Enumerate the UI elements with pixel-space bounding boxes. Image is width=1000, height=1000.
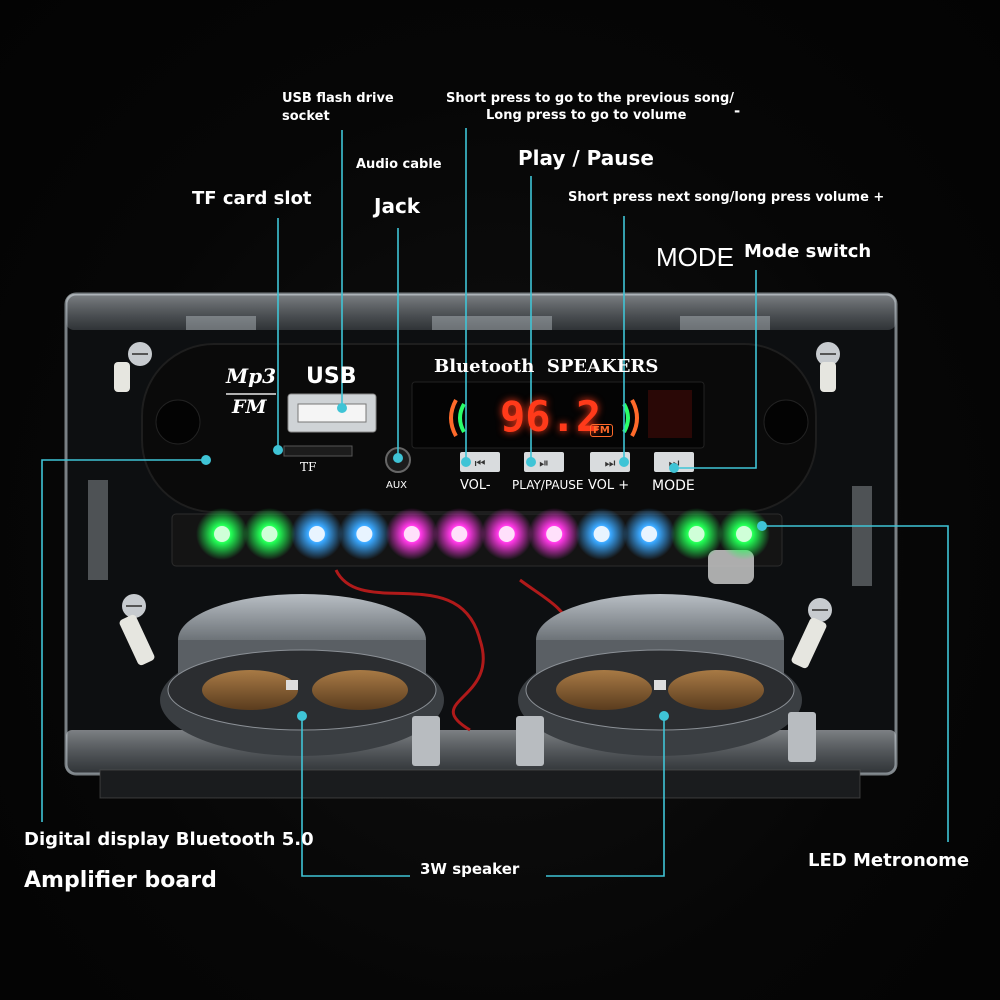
top-tab [432, 316, 552, 330]
callout-board [41, 459, 206, 822]
label-mode-word: MODE [656, 242, 734, 272]
frequency-display: 96.2 [500, 392, 602, 441]
vol-plus-label: VOL + [588, 478, 630, 493]
side-tab-right [852, 486, 872, 586]
vol-minus-button[interactable] [460, 452, 500, 472]
label-mode-switch: Mode switch [744, 241, 872, 262]
mount-hole [763, 399, 809, 445]
bolt [412, 716, 440, 766]
label-speaker: 3W speaker [420, 860, 520, 878]
callout-speaker-right [546, 716, 665, 877]
led-green [214, 526, 230, 542]
speaker-left [160, 594, 444, 756]
led-magenta [403, 526, 420, 542]
screw-icon [816, 342, 840, 366]
label-prev-song: Short press to go to the previous song/ [446, 91, 735, 106]
led-green [261, 526, 278, 542]
label-play-pause: Play / Pause [518, 146, 654, 170]
mode-icon: ⏭ [669, 456, 680, 470]
aux-label: AUX [386, 480, 408, 491]
logo-mp3: Mp3 [226, 364, 277, 388]
screw-icon [808, 598, 832, 622]
standoff [114, 362, 130, 392]
bolt [788, 712, 816, 762]
label-led: LED Metronome [808, 850, 970, 871]
label-usb-socket-2: socket [282, 109, 330, 124]
label-tf-slot: TF card slot [192, 188, 312, 209]
standoff [820, 362, 836, 392]
standoff [119, 614, 155, 666]
led-blue [356, 526, 373, 542]
play-pause-label: PLAY/PAUSE [512, 478, 584, 492]
standoff [791, 617, 827, 669]
led-blue [593, 526, 610, 542]
top-tab [680, 316, 770, 330]
callout-lines [41, 128, 949, 877]
panel-title: Bluetooth SPEAKERS [434, 356, 659, 377]
usb-label: USB [306, 364, 357, 389]
label-audio-cable: Audio cable [356, 157, 442, 172]
mount-hole [155, 399, 201, 445]
mode-label: MODE [652, 478, 695, 494]
top-tab [186, 316, 256, 330]
usb-port-inner [297, 403, 367, 423]
screw-icon [128, 342, 152, 366]
label-jack: Jack [374, 194, 421, 218]
wire [334, 569, 485, 732]
tf-slot[interactable] [283, 445, 353, 457]
tf-label: TF [300, 460, 317, 474]
label-next-song: Short press next song/long press volume … [568, 190, 885, 205]
vol-minus-label: VOL- [460, 478, 491, 493]
label-board-line2: Amplifier board [24, 868, 217, 893]
base-plate [99, 769, 861, 799]
led-display [411, 381, 705, 449]
side-tab-left [88, 480, 108, 580]
led-row [196, 508, 770, 560]
callout-dots [201, 403, 767, 721]
acrylic-top-edge [66, 294, 896, 330]
vol-plus-button[interactable] [590, 452, 630, 472]
bolt [516, 716, 544, 766]
acrylic-bottom-edge [66, 730, 896, 774]
callout-speaker-left [301, 716, 410, 877]
label-minus: - [734, 102, 741, 120]
label-board-line1: Digital display Bluetooth 5.0 [24, 829, 314, 850]
next-icon: ⏭ [605, 456, 616, 470]
mode-button[interactable] [654, 452, 694, 472]
screw-icon [122, 594, 146, 618]
play-pause-button[interactable] [524, 452, 564, 472]
fm-badge: FM [590, 424, 613, 437]
led-green [736, 526, 752, 542]
led-magenta [498, 526, 515, 542]
led-magenta [451, 526, 468, 542]
speaker-right [518, 594, 802, 756]
callout-led [762, 525, 949, 842]
prev-icon: ⏮ [475, 456, 486, 470]
play-pause-icon: ⏯ [539, 456, 549, 470]
label-usb-socket: USB flash drive [282, 91, 394, 106]
label-prev-song-2: Long press to go to volume [486, 108, 687, 123]
led-green [688, 526, 705, 542]
display-dim-digit [648, 390, 692, 438]
led-blue [308, 526, 325, 542]
callout-mode [674, 270, 757, 469]
led-blue [641, 526, 658, 542]
logo-fm: FM [232, 396, 267, 418]
led-magenta [546, 526, 563, 542]
